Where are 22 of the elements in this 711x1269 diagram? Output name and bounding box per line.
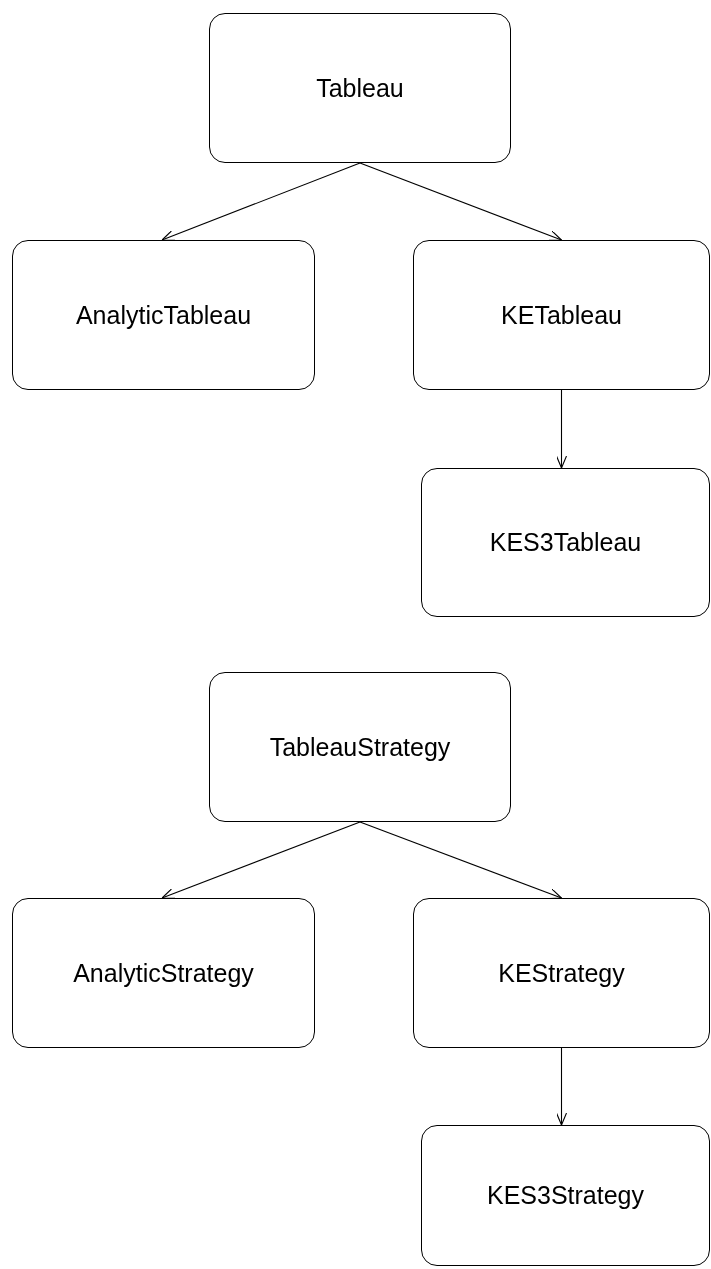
- arrow: [359, 162, 563, 241]
- arrow: [555, 389, 568, 469]
- arrow: [555, 1047, 568, 1126]
- class-name: KES3Strategy: [487, 1181, 644, 1210]
- arrow: [359, 821, 563, 899]
- class-name: KEStrategy: [498, 958, 625, 988]
- class-name: KES3Tableau: [489, 528, 642, 557]
- class-name: AnalyticTableau: [75, 300, 252, 330]
- class-box: [12, 898, 315, 1048]
- class-name: TableauStrategy: [269, 732, 451, 762]
- arrow: [161, 162, 361, 241]
- class-box: [421, 1125, 710, 1266]
- class-box: [12, 240, 315, 390]
- class-box: [413, 898, 710, 1048]
- arrow: [161, 821, 361, 899]
- class-name: AnalyticStrategy: [73, 958, 254, 988]
- class-box: [209, 13, 511, 163]
- class-name: KETableau: [501, 300, 622, 330]
- class-name: Tableau: [316, 73, 404, 103]
- class-box: [421, 468, 710, 617]
- class-box: [209, 672, 511, 822]
- class-box: [413, 240, 710, 390]
